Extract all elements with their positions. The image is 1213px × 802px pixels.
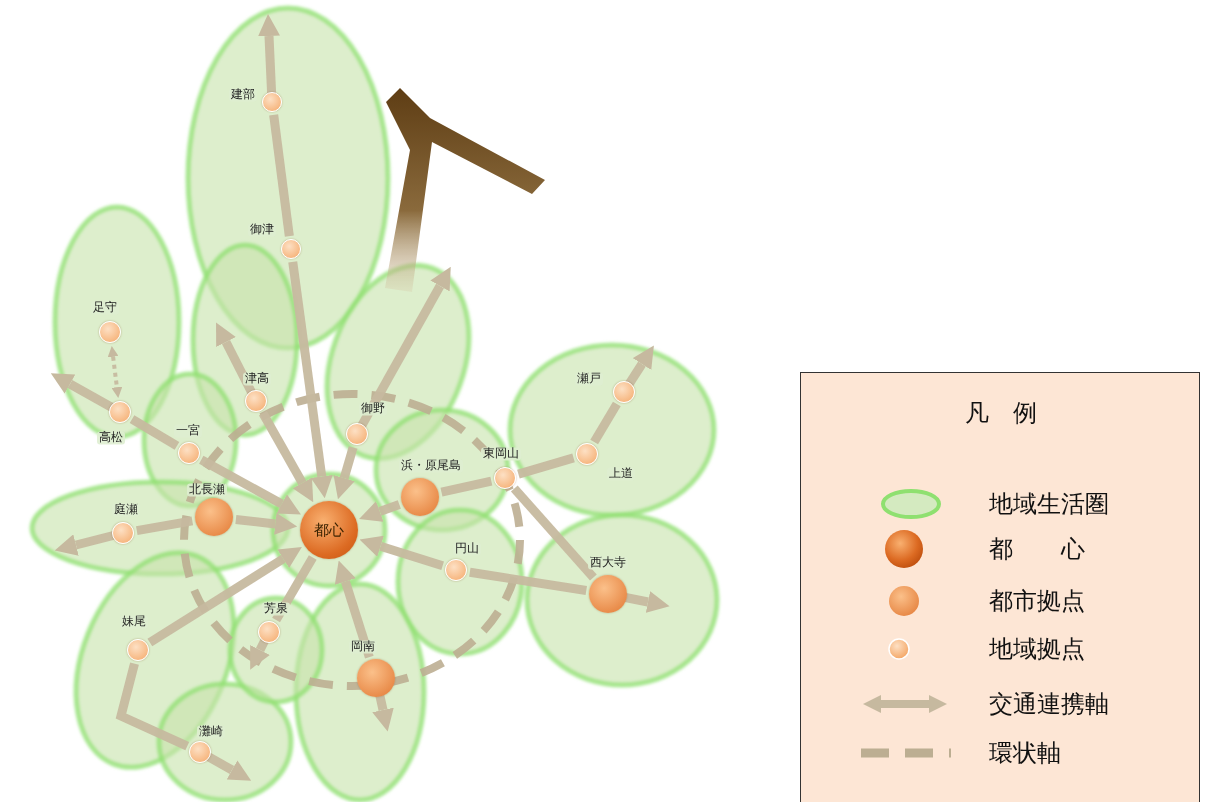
transport-axis (514, 488, 593, 577)
transport-axis (518, 458, 573, 474)
place-label: 円山 (453, 542, 481, 555)
ring-swatch (861, 749, 951, 758)
legend-text: 環状軸 (989, 737, 1061, 769)
legend-text: 都市拠点 (989, 585, 1085, 617)
city-hub-circle: 西大寺 (589, 575, 627, 613)
legend-text: 地域拠点 (989, 633, 1085, 665)
place-label: 庭瀬 (112, 503, 140, 516)
dashed-link-arrow (113, 357, 117, 387)
place-label: 一宮 (174, 424, 202, 437)
transport-axis (121, 664, 187, 747)
life-zones (32, 8, 717, 800)
transport-axis (293, 262, 322, 477)
legend-text: 都 心 (989, 533, 1085, 565)
local-hub-circle: 足守 (99, 321, 121, 343)
local-hub-circle: 高松 (109, 401, 131, 423)
transport-axis (263, 413, 303, 483)
center-swatch (885, 530, 923, 568)
place-label: 北長瀬 (187, 483, 227, 496)
transport-axis (274, 115, 290, 236)
transport-axis (236, 519, 275, 523)
place-label: 妹尾 (120, 615, 148, 628)
center-label: 都心 (312, 522, 346, 539)
place-label: 灘崎 (197, 725, 225, 738)
place-label: 高松 (97, 431, 125, 444)
transport-axis (441, 481, 491, 492)
transport-axis (381, 546, 443, 566)
transport-axis (132, 419, 177, 446)
local-hub-circle: 庭瀬 (112, 522, 134, 544)
legend-heading: 凡 例 (965, 397, 1037, 429)
transport-axis (344, 447, 353, 478)
local-hub-circle: 円山 (445, 559, 467, 581)
city-hub-circle: 北長瀬 (195, 498, 233, 536)
place-label: 足守 (91, 301, 119, 314)
transport-axis (137, 521, 193, 531)
local-hub-circle: 東岡山 (494, 467, 516, 489)
place-label: 岡南 (349, 640, 377, 653)
local-hub-circle: 妹尾 (127, 639, 149, 661)
city-hub-circle: 浜・原尾島 (401, 478, 439, 516)
local-hub-circle: 津高 (245, 390, 267, 412)
local-swatch (889, 639, 909, 659)
legend-text: 交通連携軸 (989, 688, 1109, 720)
place-label: 御野 (359, 402, 387, 415)
place-label: 西大寺 (588, 556, 628, 569)
place-label: 芳泉 (262, 602, 290, 615)
local-hub-circle: 上道 (576, 443, 598, 465)
transport-axis (150, 559, 283, 643)
city-center-circle: 都心 (300, 501, 358, 559)
local-hub-circle: 瀬戸 (613, 381, 635, 403)
place-label: 東岡山 (481, 447, 521, 460)
place-label: 津高 (243, 372, 271, 385)
local-hub-circle: 灘崎 (189, 741, 211, 763)
life-zone (510, 345, 714, 515)
transport-axis (594, 404, 617, 442)
place-label: 上道 (607, 467, 635, 480)
city-hub-circle: 岡南 (357, 659, 395, 697)
local-hub-circle: 御津 (281, 239, 301, 259)
axis-extensions (70, 36, 648, 770)
axis-swatch (881, 700, 929, 708)
life-zone (273, 474, 385, 586)
local-hub-circle: 建部 (262, 92, 282, 112)
axis-extension (357, 286, 440, 434)
legend-text: 地域生活圏 (989, 488, 1109, 520)
zone-swatch (883, 491, 939, 517)
place-label: 御津 (248, 223, 276, 236)
legend-panel: 凡 例地域生活圏都 心都市拠点地域拠点交通連携軸環状軸 (800, 372, 1200, 802)
place-label: 浜・原尾島 (399, 459, 463, 472)
local-hub-circle: 芳泉 (258, 621, 280, 643)
transport-axis (470, 572, 586, 590)
transport-axis (380, 505, 400, 512)
local-hub-circle: 一宮 (178, 442, 200, 464)
ring-axis (184, 394, 520, 686)
river-shape (385, 88, 545, 292)
place-label: 建部 (229, 88, 257, 101)
hub-swatch (889, 586, 919, 616)
local-hub-circle: 御野 (346, 423, 368, 445)
place-label: 瀬戸 (575, 372, 603, 385)
